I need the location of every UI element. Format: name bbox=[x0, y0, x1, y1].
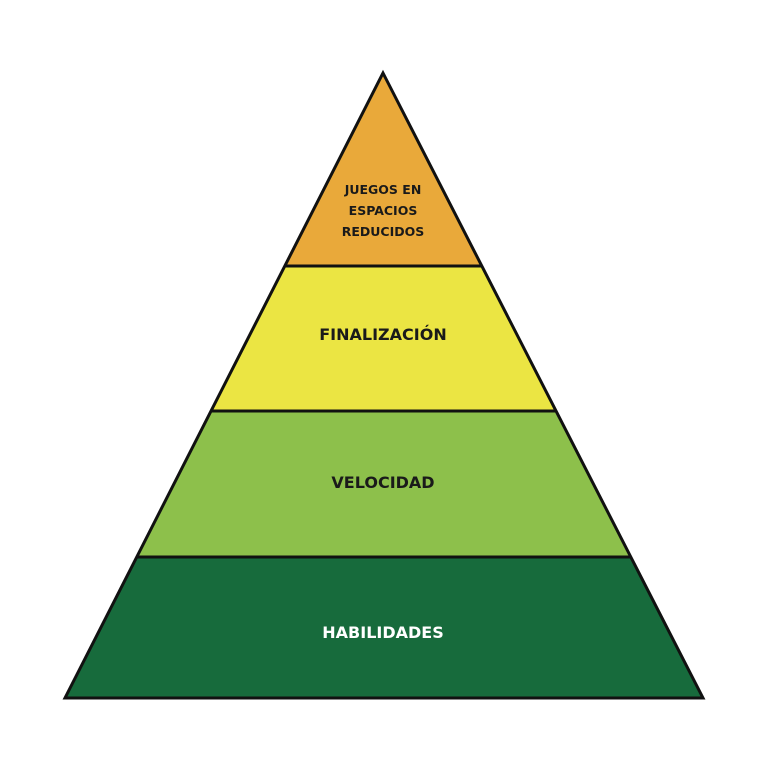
level-3-label: VELOCIDAD bbox=[331, 473, 434, 492]
level-top-label-line1: JUEGOS EN bbox=[344, 182, 422, 197]
level-2-label: FINALIZACIÓN bbox=[319, 325, 446, 344]
pyramid-level-top bbox=[285, 73, 482, 266]
pyramid-outline bbox=[62, 69, 706, 700]
level-top-label-line2: ESPACIOS bbox=[349, 203, 418, 218]
pyramid-level-3 bbox=[137, 411, 631, 557]
pyramid-level-2 bbox=[211, 266, 556, 411]
level-top-label-line3: REDUCIDOS bbox=[342, 224, 425, 239]
level-base-label: HABILIDADES bbox=[322, 623, 443, 642]
pyramid-level-base bbox=[65, 557, 703, 698]
